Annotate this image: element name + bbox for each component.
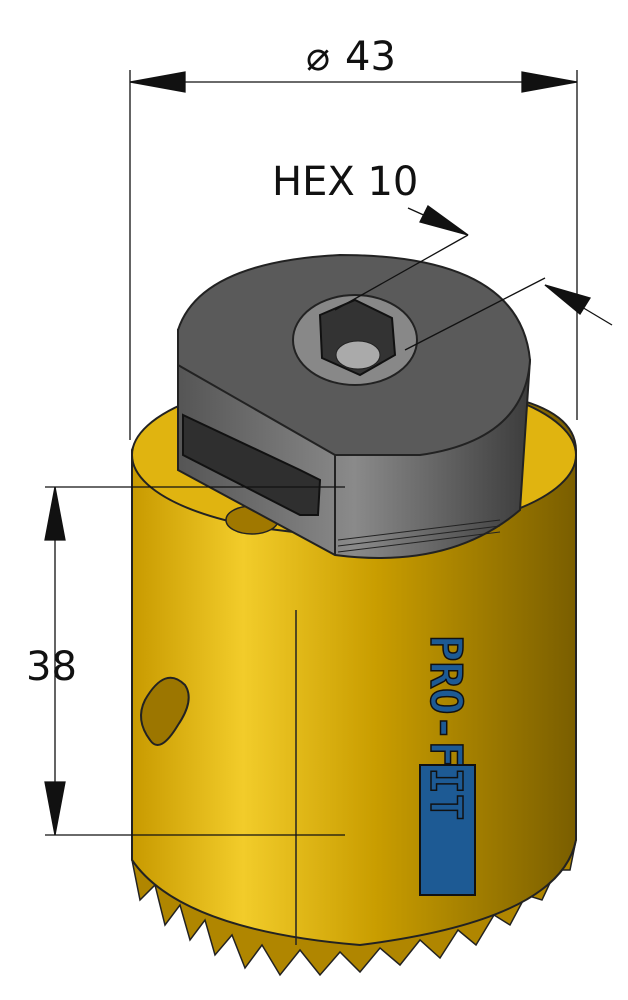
logo-text: PRO-FIT xyxy=(420,635,471,820)
dimension-lines xyxy=(44,70,613,836)
arbor-cap xyxy=(177,253,532,559)
profit-logo: PRO-FIT xyxy=(419,634,476,896)
height-value: 38 xyxy=(26,644,77,690)
diameter-value: 43 xyxy=(345,34,396,80)
diameter-symbol: ⌀ xyxy=(306,34,330,80)
hex-label: HEX 10 xyxy=(272,159,418,205)
